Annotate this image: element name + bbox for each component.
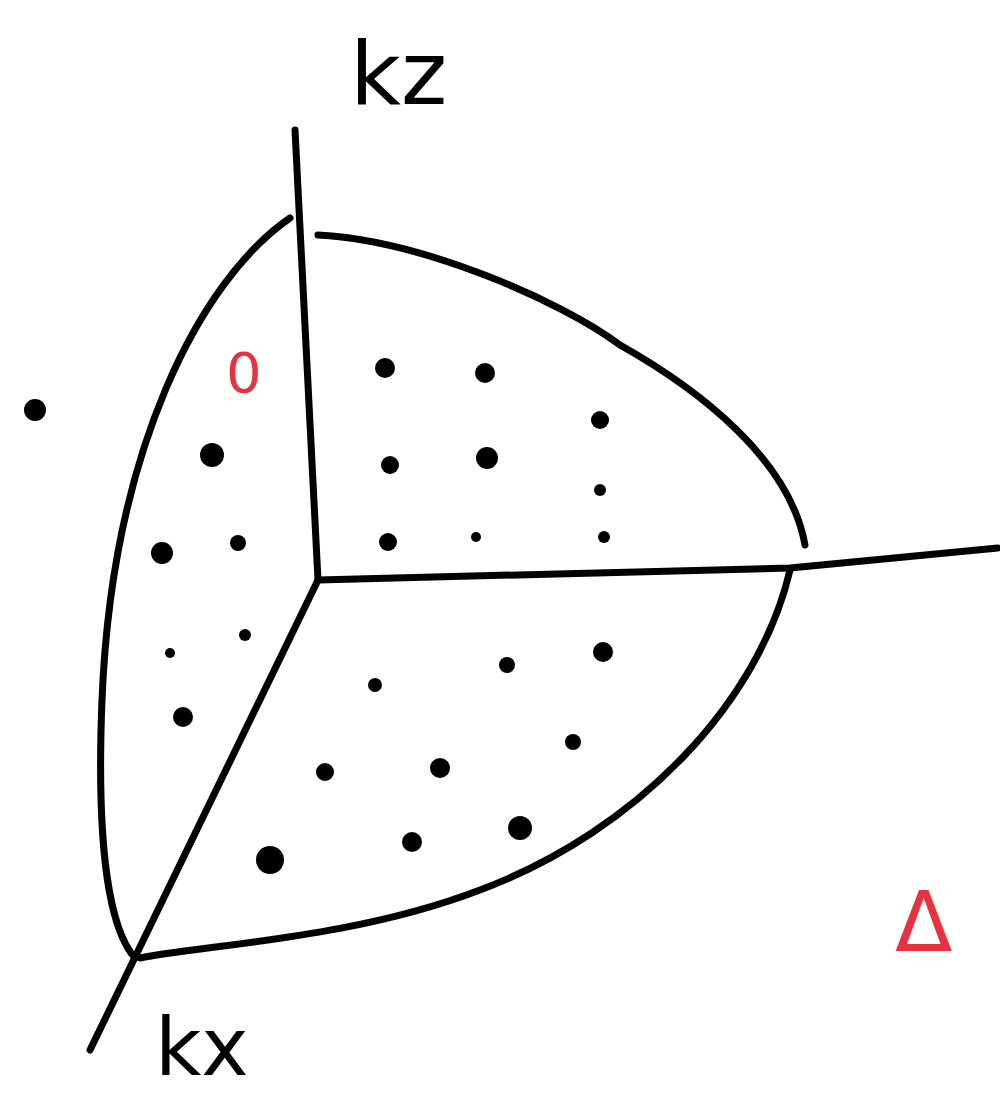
axis-label: kx (155, 1008, 249, 1088)
sphere-edge (140, 570, 790, 958)
state-dots (24, 358, 613, 874)
kx-axis (90, 580, 318, 1050)
kz-axis (295, 130, 318, 580)
annotation-label: 0 (226, 345, 262, 401)
ky-axis (318, 548, 998, 580)
sphere-edge (318, 235, 805, 545)
sphere-edge (101, 218, 290, 958)
axis-label: kz (350, 30, 447, 118)
annotation-label: Δ (895, 880, 952, 964)
